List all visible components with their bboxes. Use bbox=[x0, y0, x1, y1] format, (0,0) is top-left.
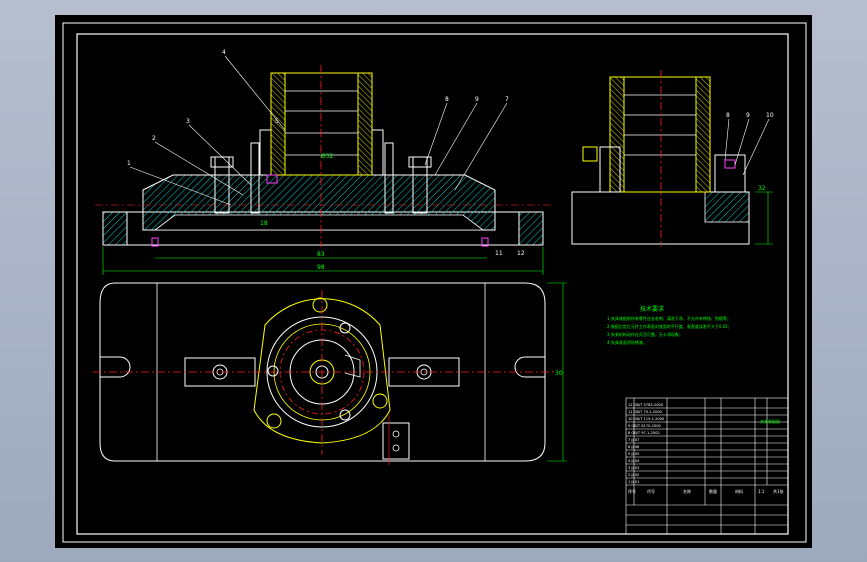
balloon-5: 5 bbox=[275, 118, 279, 125]
balloon-1: 1 bbox=[127, 160, 131, 167]
balloon-4: 4 bbox=[222, 49, 226, 56]
front-leaders bbox=[129, 55, 508, 206]
svg-text:Ø32: Ø32 bbox=[321, 153, 334, 160]
tb-row-10: 3 JJ-03 bbox=[628, 466, 639, 470]
tb-row-3: 10 GB/T 119.1-2000 bbox=[628, 417, 665, 421]
balloon-9: 9 bbox=[475, 96, 479, 103]
side-view: 32 bbox=[571, 70, 773, 247]
tb-header-material: 材料 bbox=[735, 488, 743, 494]
outer-border bbox=[62, 22, 807, 543]
tb-row-1: 12 GB/T 5783-2000 bbox=[628, 403, 664, 407]
tb-row-11: 2 JJ-02 bbox=[628, 473, 639, 477]
dim-side-height: 32 bbox=[758, 185, 766, 192]
tb-header-qty: 数量 bbox=[709, 488, 717, 494]
balloon-12: 12 bbox=[517, 250, 525, 257]
balloon-8: 8 bbox=[445, 96, 449, 103]
tb-row-9: 4 JJ-04 bbox=[628, 459, 640, 463]
tb-name-box: 夹具装配图 bbox=[760, 418, 780, 424]
side-balloon-8: 8 bbox=[726, 112, 730, 119]
title-block-text: 12 GB/T 5783-2000 11 GB/T 70.1-2000 10 G… bbox=[628, 403, 784, 494]
tb-row-5: 8 GB/T 97.1-2002 bbox=[628, 431, 660, 435]
plan-view: 30 bbox=[93, 282, 567, 465]
tech-req-line-1: 1.夹具装配前所有零件应去毛刺、清洗干净，不允许有锈蚀、划痕等； bbox=[607, 315, 731, 321]
tech-req-line-3: 3.夹紧机构动作应灵活可靠，无卡滞现象； bbox=[607, 331, 683, 337]
side-balloon-9: 9 bbox=[746, 112, 750, 119]
balloon-3: 3 bbox=[186, 118, 190, 125]
side-balloon-10: 10 bbox=[766, 112, 774, 119]
tb-scale: 1:1 bbox=[758, 489, 765, 494]
tb-row-8: 5 JJ-05 bbox=[628, 452, 639, 456]
tb-sheet: 共1张 bbox=[773, 488, 784, 494]
drawing-sheet: Ø32 98 83 18 4 bbox=[55, 15, 812, 548]
front-dimensions: 98 83 18 bbox=[102, 220, 544, 275]
dim-plan-height: 30 bbox=[555, 370, 563, 377]
tb-row-4: 9 GB/T 6170-2000 bbox=[628, 424, 662, 428]
tb-row-6: 7 JJ-07 bbox=[628, 438, 639, 442]
dim-base-length: 98 bbox=[317, 264, 325, 271]
title-block bbox=[625, 397, 789, 535]
front-view: Ø32 bbox=[95, 65, 551, 247]
dim-bolt-gap: 18 bbox=[260, 220, 268, 227]
cad-drawing: Ø32 98 83 18 4 bbox=[62, 22, 807, 543]
tb-header-no: 序号 bbox=[628, 488, 636, 494]
tb-row-2: 11 GB/T 70.1-2000 bbox=[628, 410, 663, 414]
tb-row-12: 1 JJ-01 bbox=[628, 480, 639, 484]
technical-requirements: 技术要求 1.夹具装配前所有零件应去毛刺、清洗干净，不允许有锈蚀、划痕等； 2.… bbox=[607, 305, 732, 345]
balloon-7: 7 bbox=[505, 96, 509, 103]
tb-header-name: 名称 bbox=[683, 488, 691, 494]
tech-req-line-2: 2.装配后定位元件工作表面对底面的平行度、垂直度误差不大于0.02； bbox=[607, 323, 732, 329]
tech-req-line-4: 4.夹具表面涂防锈漆。 bbox=[607, 339, 647, 345]
balloon-11: 11 bbox=[495, 250, 503, 257]
tb-row-7: 6 JJ-06 bbox=[628, 445, 640, 449]
tech-req-title: 技术要求 bbox=[640, 305, 664, 313]
tb-header-code: 代号 bbox=[647, 488, 655, 494]
inner-border bbox=[76, 33, 789, 535]
balloon-2: 2 bbox=[152, 135, 156, 142]
dim-flange-length: 83 bbox=[317, 251, 325, 258]
